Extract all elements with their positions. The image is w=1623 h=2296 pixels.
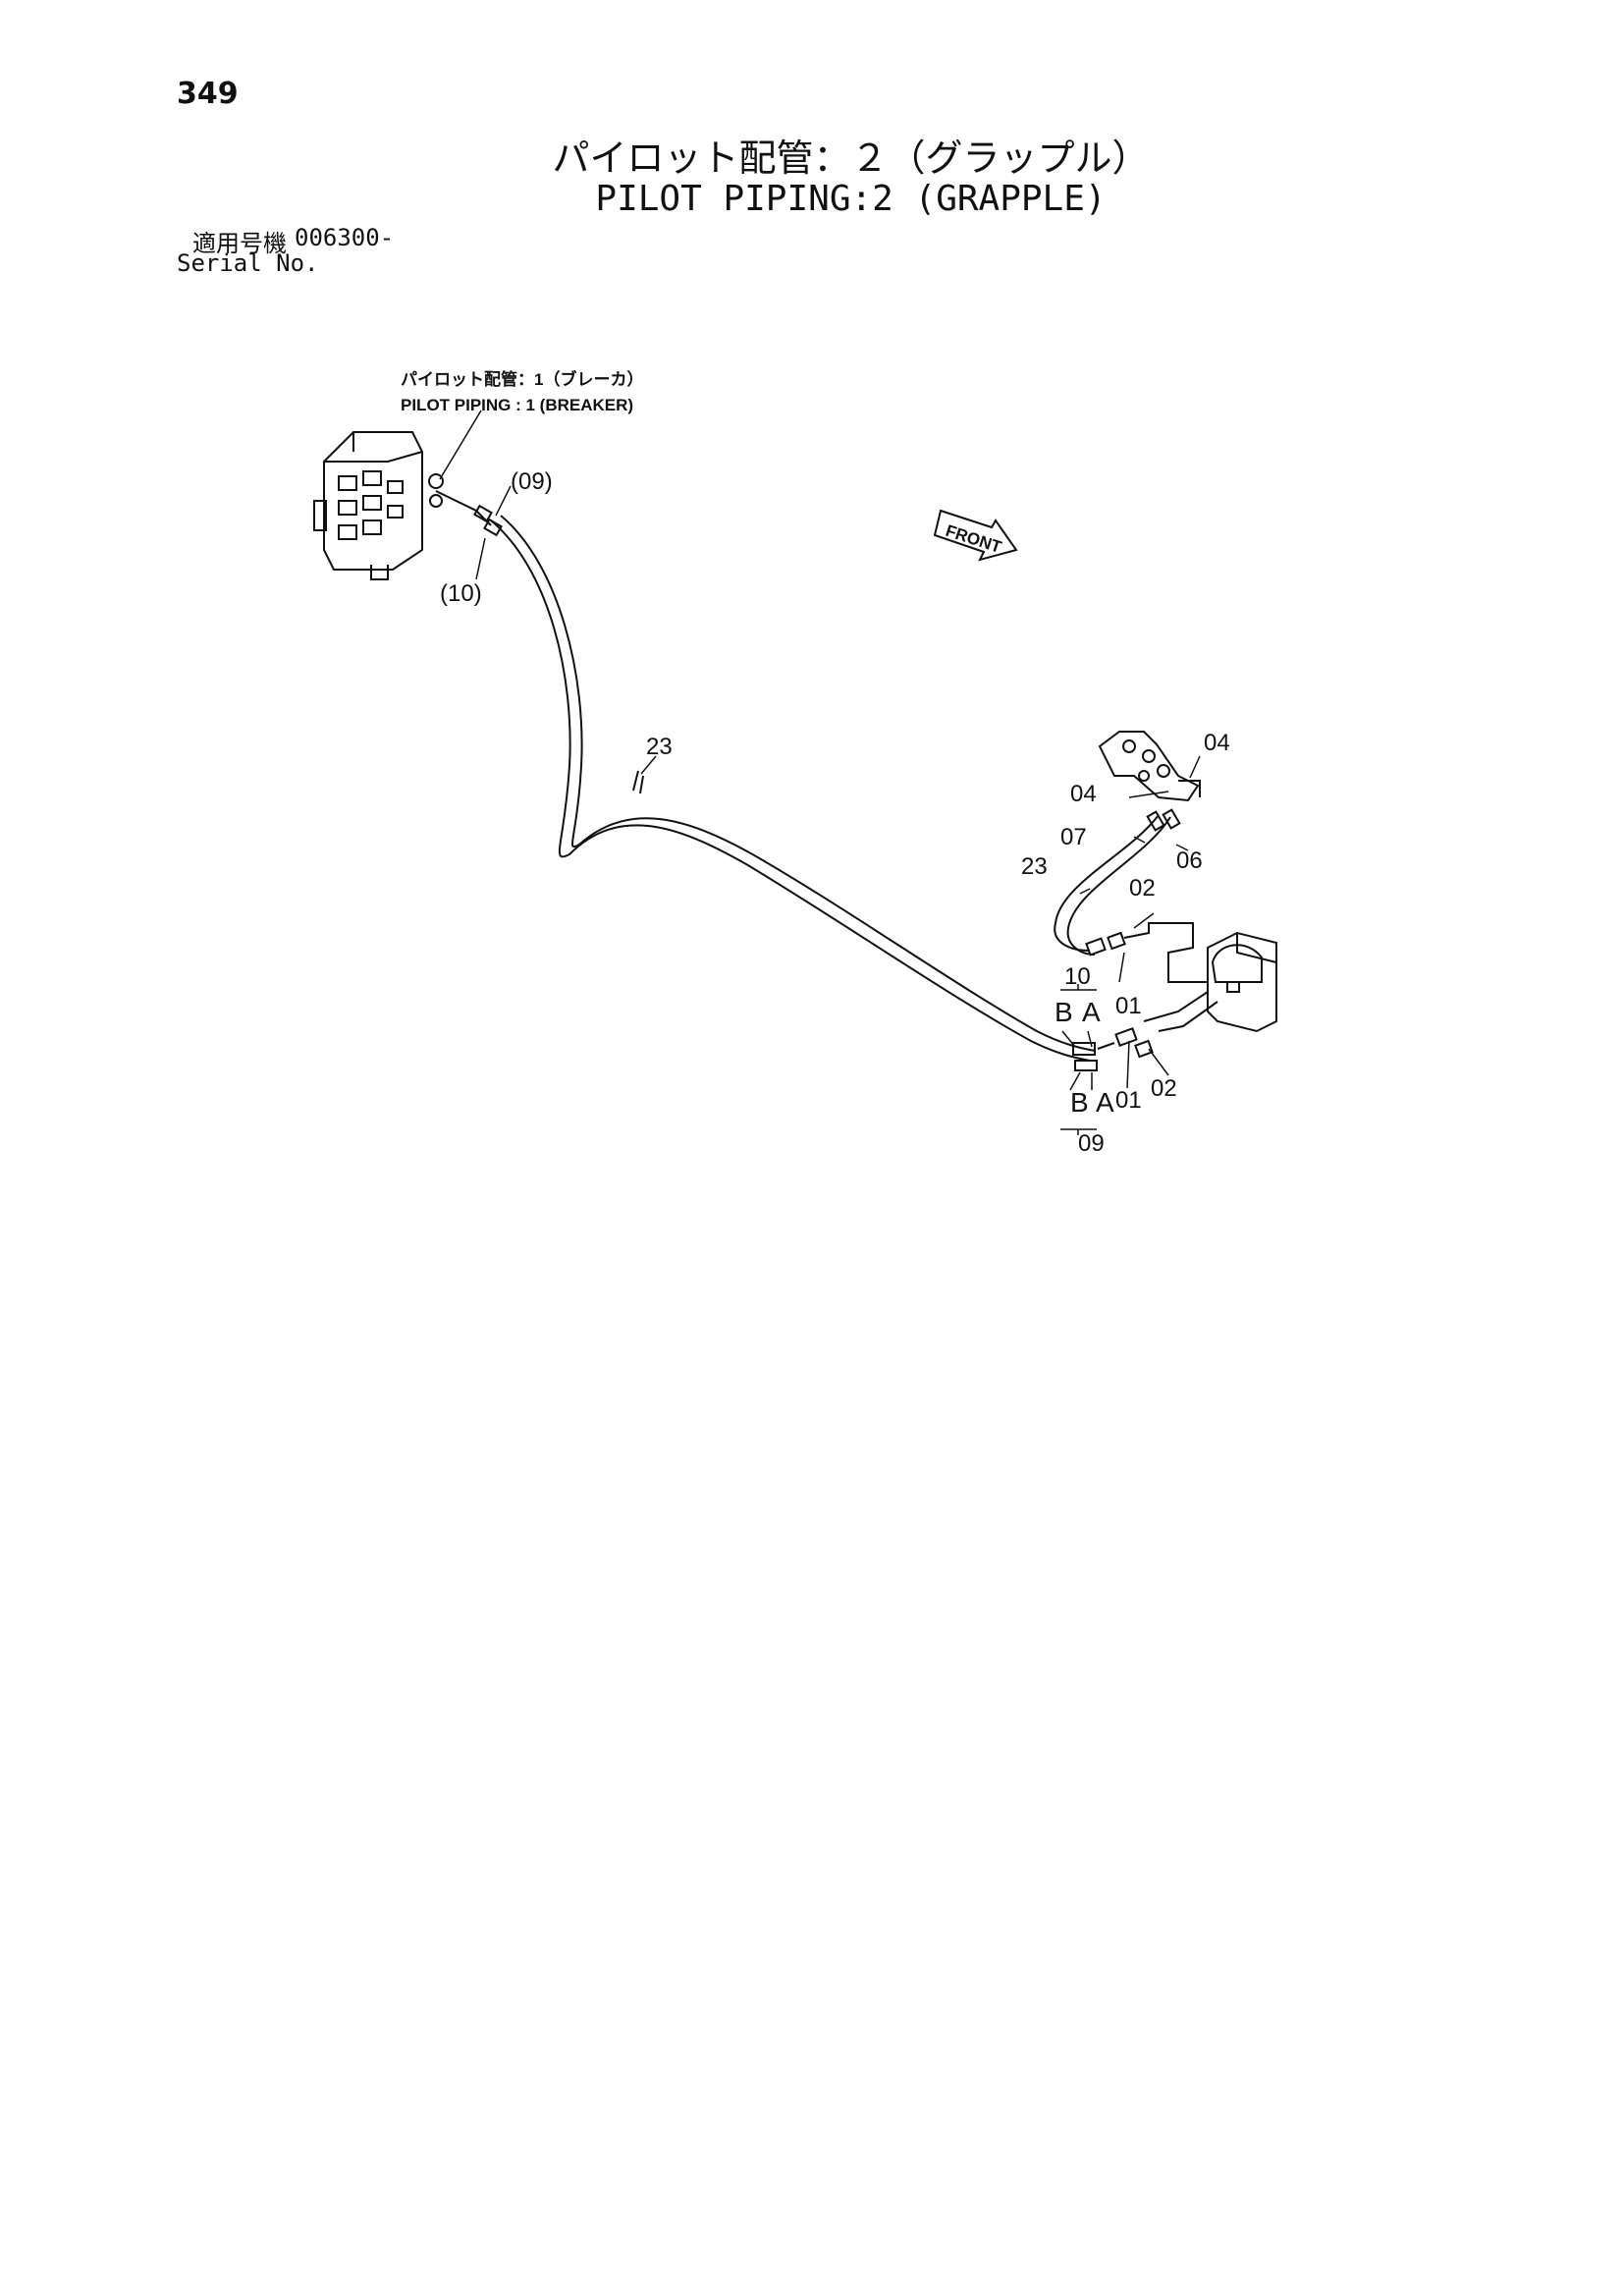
callout-10-paren: (10) bbox=[440, 580, 482, 607]
breaker-ref-label-en: PILOT PIPING : 1 (BREAKER) bbox=[401, 396, 633, 414]
callout-10: 10 bbox=[1064, 963, 1091, 990]
pilot-hoses bbox=[490, 515, 1096, 1062]
breaker-ref-label-ja: パイロット配管：1（ブレーカ） bbox=[401, 369, 643, 389]
fittings-01-02-upper bbox=[1079, 888, 1208, 983]
fittings-01-02-lower bbox=[1072, 1027, 1169, 1089]
callout-04-left: 04 bbox=[1070, 781, 1097, 807]
callout-04-right: 04 bbox=[1204, 730, 1230, 756]
serial-number-value: 006300- bbox=[295, 224, 395, 251]
bracket-lines bbox=[1060, 984, 1097, 1135]
callout-02-lower: 02 bbox=[1151, 1075, 1177, 1102]
clip-23 bbox=[632, 755, 657, 794]
front-arrow-icon: FRONT bbox=[933, 509, 1018, 562]
callout-23-top: 23 bbox=[646, 734, 673, 760]
callout-09: 09 bbox=[1078, 1130, 1105, 1157]
callout-01-lower: 01 bbox=[1115, 1087, 1142, 1114]
hoses-06-07 bbox=[1054, 808, 1189, 956]
callout-09-paren: (09) bbox=[511, 468, 553, 495]
callout-01-upper: 01 bbox=[1115, 993, 1142, 1019]
callout-06: 06 bbox=[1176, 847, 1203, 874]
control-valve-block bbox=[313, 431, 444, 580]
title-japanese: パイロット配管：２（グラップル） bbox=[552, 137, 1150, 180]
fittings-09-10 bbox=[435, 485, 512, 580]
callout-b-upper: B bbox=[1055, 997, 1073, 1027]
callout-b-lower: B bbox=[1070, 1087, 1089, 1118]
solenoid-block bbox=[1143, 931, 1277, 1033]
title-english: PILOT PIPING:2 (GRAPPLE) bbox=[595, 179, 1107, 219]
callout-23-side: 23 bbox=[1021, 853, 1048, 880]
callout-02-upper: 02 bbox=[1129, 875, 1156, 902]
callout-07: 07 bbox=[1060, 824, 1087, 850]
serial-label-english: Serial No. bbox=[177, 249, 319, 277]
serial-label-japanese: 適用号機 bbox=[192, 230, 287, 257]
grapple-pilot-valve bbox=[1098, 731, 1201, 802]
callout-a-upper: A bbox=[1082, 997, 1101, 1027]
page-number: 349 bbox=[177, 77, 239, 111]
callout-a-lower: A bbox=[1096, 1087, 1114, 1118]
